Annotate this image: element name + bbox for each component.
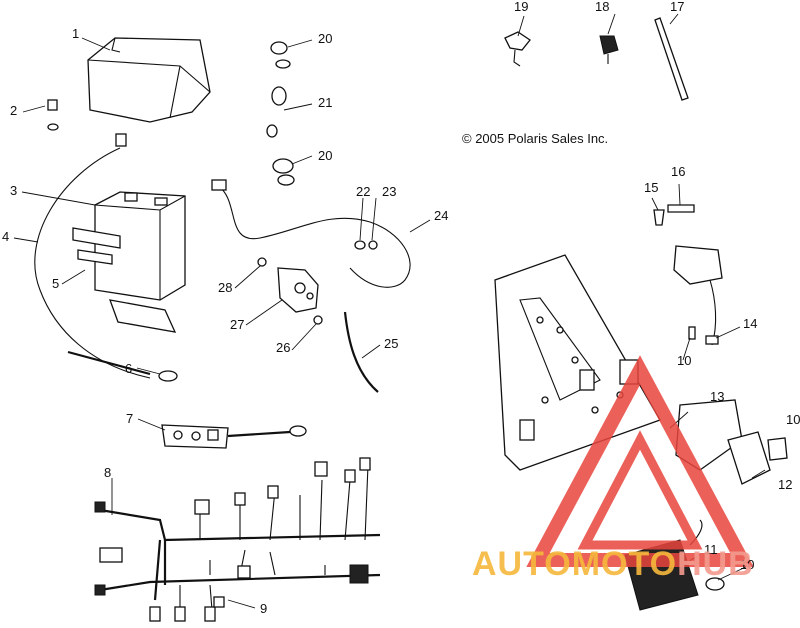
callout-27: 27	[230, 317, 245, 332]
battery-pad-front	[72, 227, 121, 249]
callout-5: 5	[52, 276, 60, 291]
cable-lead	[67, 350, 151, 376]
watermark-right: HUB	[677, 545, 754, 583]
spacer-small	[266, 124, 278, 138]
connector-14	[705, 335, 719, 345]
bolt-28	[257, 257, 267, 267]
ground-bracket	[161, 424, 307, 449]
battery-pad-small	[77, 249, 113, 265]
callout-11: 11	[704, 542, 718, 557]
clamp-upper	[270, 41, 291, 69]
push-rivet	[504, 31, 531, 67]
callout-7: 7	[126, 411, 134, 426]
wire-24	[217, 185, 411, 288]
callout-23: 23	[382, 184, 397, 199]
nut-22	[354, 240, 366, 250]
cable-terminal	[158, 370, 178, 382]
battery-cover	[87, 37, 211, 123]
callout-4: 4	[2, 229, 10, 244]
cable-25	[343, 311, 379, 393]
callout-12: 12	[778, 477, 793, 492]
spacer-large	[271, 86, 287, 106]
nut-26	[313, 315, 323, 325]
callout-3: 3	[10, 183, 18, 198]
callout-20-upper: 20	[318, 31, 333, 46]
callout-18: 18	[595, 0, 610, 14]
callout-8: 8	[104, 465, 112, 480]
watermark-text: AUTOMOTOHUB	[472, 545, 754, 584]
bolt-10-upper	[688, 326, 696, 340]
clip-18	[599, 35, 619, 64]
callout-9: 9	[260, 601, 268, 616]
callout-10-upper: 10	[677, 353, 692, 368]
callout-20-lower: 20	[318, 148, 333, 163]
wire-harness-8	[94, 457, 381, 622]
callout-2: 2	[10, 103, 18, 118]
relay	[673, 245, 723, 285]
wire-24-terminal	[211, 179, 227, 191]
callout-22: 22	[356, 184, 371, 199]
screw-washer	[47, 99, 59, 131]
battery-cable	[34, 147, 151, 379]
callout-1: 1	[72, 26, 80, 41]
starter-solenoid	[277, 267, 319, 313]
callout-21: 21	[318, 95, 333, 110]
strap-17	[654, 17, 689, 101]
terminal-bolt	[115, 133, 127, 147]
callout-10-lower: 10	[740, 557, 755, 572]
bolt-10-right	[767, 437, 788, 461]
callout-24: 24	[434, 208, 449, 223]
watermark-logo	[526, 355, 754, 567]
bolt-16	[667, 204, 695, 213]
bolt-10-lower	[705, 577, 725, 591]
callout-14: 14	[743, 316, 758, 331]
battery-pad-base	[109, 299, 177, 333]
callout-13: 13	[710, 389, 725, 404]
relay-wire	[709, 279, 717, 346]
watermark-left: AUTOMOTO	[472, 545, 678, 583]
copyright-text: © 2005 Polaris Sales Inc.	[462, 131, 609, 146]
callout-16: 16	[671, 164, 686, 179]
battery	[94, 191, 186, 301]
callout-17: 17	[670, 0, 685, 14]
callout-10-right: 10	[786, 412, 800, 427]
callout-26: 26	[276, 340, 291, 355]
callout-25: 25	[384, 336, 399, 351]
callout-6: 6	[125, 361, 133, 376]
bolt-15	[653, 209, 665, 226]
callout-15: 15	[644, 180, 659, 195]
mounting-plate	[494, 254, 661, 471]
clamp-lower	[272, 158, 295, 186]
nut-23	[368, 240, 378, 250]
callout-19: 19	[514, 0, 529, 14]
bracket-12	[727, 431, 771, 485]
callout-28: 28	[218, 280, 233, 295]
